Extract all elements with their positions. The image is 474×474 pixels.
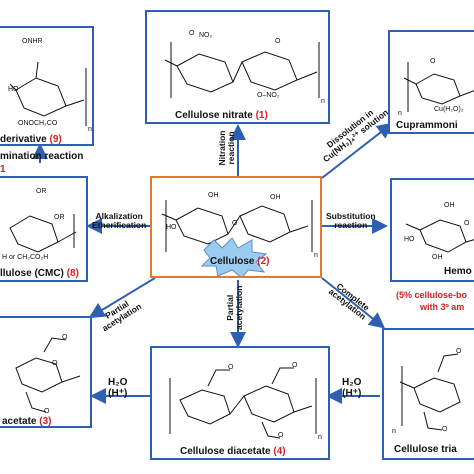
hemo-note-2: with 3º am — [420, 302, 465, 312]
diacetate-number: (4) — [273, 446, 286, 457]
center-label: Cellulose (2) — [210, 256, 269, 267]
hydrolysis-right-label: H₂O (H⁺) — [342, 377, 362, 399]
center-group-oh2: OH — [270, 194, 281, 201]
diacetate-box: O O O n Cellulose diacetate (4) — [150, 346, 330, 460]
acetate-group-o3: O — [44, 408, 50, 415]
hydrolysis-left-label: H₂O (H⁺) — [108, 377, 128, 399]
diacetate-structure — [169, 367, 317, 439]
cmc-structure — [9, 214, 77, 253]
etherification-text: Etherification — [92, 219, 147, 230]
center-group-n: n — [314, 252, 318, 259]
cmc-group-or1: OR — [36, 188, 47, 195]
triacetate-group-o1: O — [456, 348, 462, 355]
nitrate-structure — [164, 42, 320, 98]
hemo-group-ho: HO — [404, 236, 415, 243]
hemo-structure — [405, 219, 474, 253]
cmc-box: OR OR H or CH₂CO₂H llulose (CMC) (8) — [0, 176, 88, 282]
diacetate-group-o2: O — [292, 362, 298, 369]
diacetate-label-text: Cellulose diacetate — [180, 446, 271, 457]
derivative-group-ho: HO — [8, 86, 19, 93]
h2o-left-text: H₂O — [108, 377, 128, 388]
nitration-text-2: reaction — [225, 131, 236, 165]
substitution-text-2: reaction — [334, 219, 368, 230]
cuprammonium-label: Cuprammoni — [396, 120, 458, 131]
diacetate-group-n: n — [318, 434, 322, 441]
center-label-text: Cellulose — [210, 256, 255, 267]
triacetate-group-n: n — [392, 428, 396, 435]
hemo-group-oh2: OH — [432, 254, 443, 261]
arrow-complete-acetylation — [321, 277, 386, 329]
h-right-text: (H⁺) — [342, 387, 362, 399]
diacetate-group-o1: O — [228, 364, 234, 371]
derivative-label: derivative (9) — [0, 134, 62, 145]
cmc-group-r: H or CH₂CO₂H — [2, 254, 49, 261]
center-group-o: O — [232, 220, 238, 227]
cuprammonium-group-o: O — [430, 58, 436, 65]
acetate-number: (3) — [39, 416, 52, 427]
acetate-structure — [15, 337, 81, 413]
h2o-right-text: H₂O — [342, 377, 362, 388]
cuprammonium-group-cu: Cu(H₂O)₂ — [434, 106, 464, 113]
partial-acetylation-down-label: Partial acetylation — [225, 285, 244, 330]
cuprammonium-group-n: n — [398, 110, 402, 117]
cmc-label-text: llulose (CMC) — [0, 268, 64, 279]
nitrate-group-n: n — [321, 98, 325, 105]
acetate-box: O O O acetate (3) — [0, 316, 92, 428]
center-number: (2) — [257, 256, 270, 267]
derivative-group-n: n — [88, 126, 92, 133]
nitrate-group-o: O — [189, 30, 195, 37]
acetate-label-text: acetate — [2, 416, 37, 427]
substitution-label: Substitution reaction — [326, 212, 376, 230]
nitrate-box: O NO₂ O–NO₂ O n Cellulose nitrate (1) — [145, 10, 330, 124]
center-group-ho: HO — [166, 224, 177, 231]
alkalization-label: Alkalization Etherification — [92, 212, 146, 230]
triacetate-label: Cellulose tria — [394, 444, 457, 455]
triacetate-structure — [399, 353, 461, 431]
acetate-group-o2: O — [52, 360, 58, 367]
nitrate-number: (1) — [255, 110, 268, 121]
center-cellulose-box: OH HO O OH n Cellulose (2) — [150, 176, 322, 278]
derivative-group-acid: ONOCH₂CO — [18, 120, 58, 127]
cmc-group-or2: OR — [54, 214, 65, 221]
derivative-box: ONHR HO ONOCH₂CO n derivative (9) — [0, 26, 94, 146]
cmc-number: (8) — [66, 268, 79, 279]
hemo-note-1: (5% cellulose-bo — [396, 290, 468, 300]
amination-mark: 1 — [0, 164, 6, 175]
acetate-label: acetate (3) — [2, 416, 52, 427]
derivative-structure — [9, 61, 87, 126]
triacetate-box: O O n Cellulose tria — [382, 328, 474, 460]
arrow-dissolution — [321, 122, 394, 179]
nitrate-group-ono2: O–NO₂ — [257, 92, 280, 99]
diacetate-group-o3: O — [278, 432, 284, 439]
derivative-number: (9) — [49, 134, 62, 145]
amination-label: mination reaction — [0, 151, 84, 162]
nitrate-label-text: Cellulose nitrate — [175, 110, 253, 121]
nitration-label: Nitration reaction — [217, 118, 236, 178]
acetate-group-o1: O — [62, 334, 68, 341]
alkalization-text: Alkalization — [95, 211, 143, 221]
center-structure — [161, 200, 313, 276]
hemo-group-oh1: OH — [444, 202, 455, 209]
substitution-text: Substitution — [326, 211, 376, 221]
h-left-text: (H⁺) — [108, 387, 128, 399]
cellulose-starburst — [200, 237, 268, 276]
nitrate-group-no2: NO₂ — [199, 32, 213, 39]
hemo-group-o: O — [464, 220, 470, 227]
diacetate-label: Cellulose diacetate (4) — [180, 446, 286, 457]
hemo-label: Hemo — [444, 266, 472, 277]
derivative-label-text: derivative — [0, 134, 47, 145]
derivative-group-onhr: ONHR — [22, 38, 43, 45]
nitrate-group-o2: O — [275, 38, 281, 45]
partial-acetylation-down-text-2: acetylation — [233, 285, 244, 330]
triacetate-group-o2: O — [442, 426, 448, 433]
cuprammonium-box: O Cu(H₂O)₂ n Cuprammoni — [388, 30, 474, 134]
arrow-partial-acetylation-left — [88, 277, 156, 319]
nitrate-label: Cellulose nitrate (1) — [175, 110, 268, 121]
cuprammonium-structure — [403, 62, 474, 112]
hemo-box: OH HO O OH Hemo — [390, 178, 474, 282]
cmc-label: llulose (CMC) (8) — [0, 268, 79, 279]
center-group-oh1: OH — [208, 192, 219, 199]
